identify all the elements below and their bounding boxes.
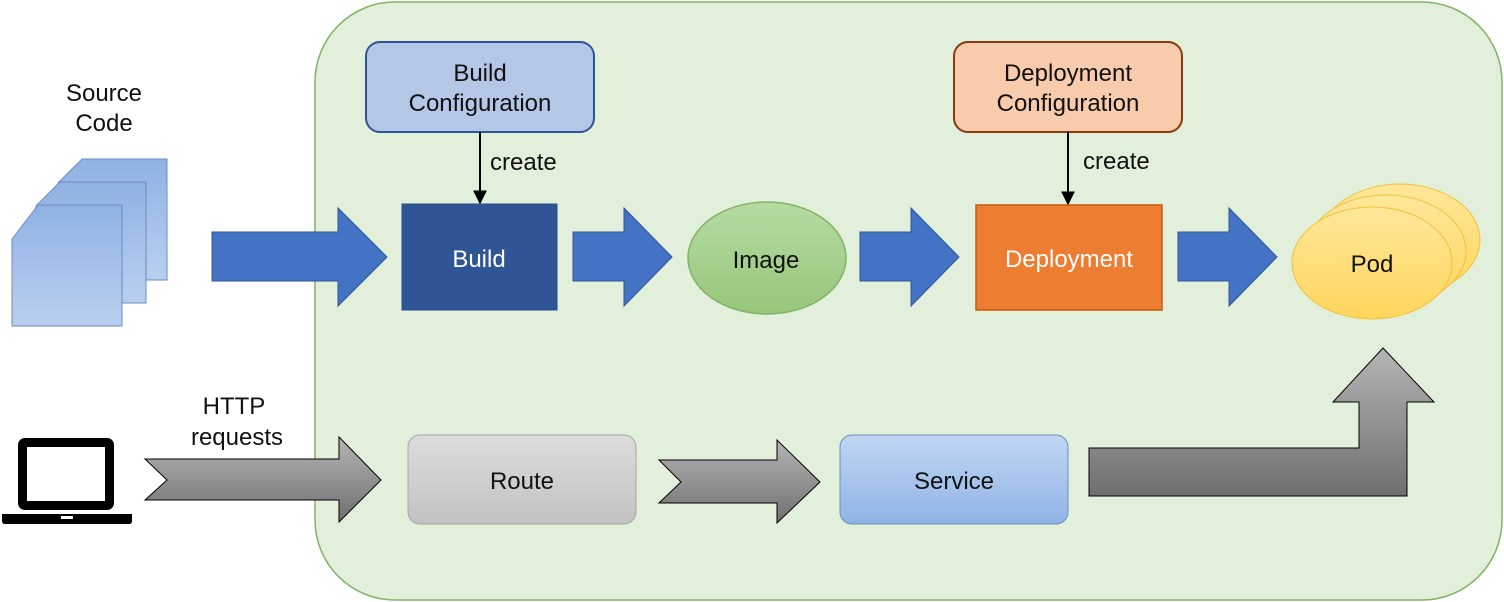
service-box (839, 434, 1069, 525)
create-label-deployment: create (1083, 148, 1150, 175)
deployment-label: Deployment (1005, 246, 1133, 273)
http-requests-label-line1: HTTP (203, 393, 266, 420)
service-to-pod-arrow (1088, 347, 1436, 497)
route-box (407, 434, 637, 525)
image-to-deployment-arrow (859, 206, 960, 308)
build-box (401, 203, 558, 311)
image-ellipse (687, 201, 847, 315)
build-configuration-box (365, 41, 595, 133)
pod-stack (1291, 183, 1481, 320)
deployment-configuration-label-line2: Configuration (997, 90, 1140, 117)
deployment-configuration-box (953, 41, 1183, 133)
deployment-to-pod-arrow (1177, 206, 1278, 308)
image-label: Image (733, 247, 800, 274)
source-to-build-arrow (211, 206, 388, 308)
client-to-route-arrow (143, 435, 382, 524)
document-stack-icon (11, 158, 168, 327)
source-code-label-line2: Code (75, 110, 132, 137)
build-configuration-label-line1: Build (453, 60, 506, 87)
deployment-box (975, 204, 1163, 311)
source-code-label-line1: Source (66, 80, 142, 107)
pod-label: Pod (1351, 251, 1394, 278)
route-to-service-arrow (657, 438, 821, 525)
create-label-build: create (490, 149, 557, 176)
build-configuration-label-line2: Configuration (409, 90, 552, 117)
http-requests-label-line2: requests (191, 424, 283, 451)
build-label: Build (452, 246, 505, 273)
laptop-icon (2, 438, 132, 524)
route-label: Route (490, 468, 554, 495)
deployment-configuration-label-line1: Deployment (1004, 60, 1132, 87)
build-to-image-arrow (572, 206, 673, 308)
service-label: Service (914, 468, 994, 495)
